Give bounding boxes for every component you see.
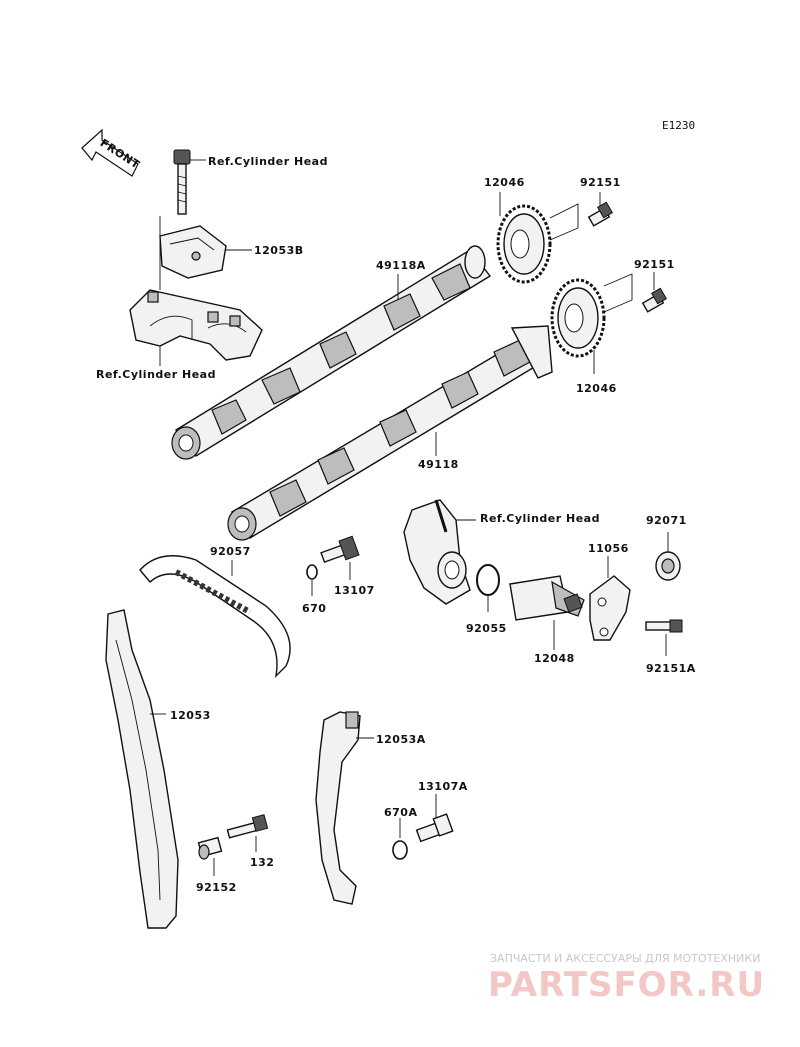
chain-guide-12053 <box>105 609 179 929</box>
watermark-tagline: ЗАПЧАСТИ И АКСЕССУАРЫ ДЛЯ МОТОТЕХНИКИ <box>490 952 760 965</box>
label-11056: 11056 <box>588 542 629 555</box>
label-12048: 12048 <box>534 652 575 665</box>
cylinder-head-cap <box>129 289 263 361</box>
label-92151-mid: 92151 <box>634 258 675 271</box>
cylinder-head-casting <box>403 499 471 605</box>
camshaft-49118A <box>171 245 492 460</box>
front-arrow-icon: FRONT <box>81 128 142 177</box>
label-ref-cylinder-head-right: Ref.Cylinder Head <box>480 512 600 525</box>
leader-line <box>499 192 579 241</box>
bolt-92151-mid <box>641 287 668 313</box>
cam-sprocket-12046-mid <box>550 278 606 358</box>
label-13107: 13107 <box>334 584 375 597</box>
leader-line <box>159 216 252 290</box>
label-49118: 49118 <box>418 458 459 471</box>
washer-670A <box>392 840 408 860</box>
label-49118A: 49118A <box>376 259 426 272</box>
camshaft-holder-12053B <box>159 225 227 279</box>
camshaft-49118 <box>227 325 553 541</box>
label-92151-top: 92151 <box>580 176 621 189</box>
label-ref-cylinder-head-top: Ref.Cylinder Head <box>208 155 328 168</box>
collar-92152 <box>197 836 223 860</box>
label-92071: 92071 <box>646 514 687 527</box>
watermark-brand: PARTSFOR.RU <box>488 965 765 1005</box>
cam-chain-tensioner-12048 <box>509 575 585 621</box>
label-12053: 12053 <box>170 709 211 722</box>
label-670A: 670A <box>384 806 417 819</box>
label-132: 132 <box>250 856 274 869</box>
label-670: 670 <box>302 602 326 615</box>
label-12046-mid: 12046 <box>576 382 617 395</box>
label-12046-top: 12046 <box>484 176 525 189</box>
cam-sprocket-12046-top <box>496 204 552 284</box>
label-12053A: 12053A <box>376 733 426 746</box>
label-92055: 92055 <box>466 622 507 635</box>
bolt-13107A <box>415 813 454 843</box>
label-12053B: 12053B <box>254 244 304 257</box>
cap-92071 <box>655 551 681 581</box>
washer-670 <box>306 564 318 580</box>
bolt-13107 <box>320 535 360 564</box>
label-92152: 92152 <box>196 881 237 894</box>
bolt-132 <box>226 814 269 839</box>
leader-line <box>593 273 633 374</box>
diagram-code: E1230 <box>662 119 695 132</box>
bolt-92151A <box>645 619 683 633</box>
o-ring-92055 <box>476 564 500 596</box>
chain-guide-12053A <box>315 711 361 905</box>
gasket-11056 <box>589 575 631 641</box>
head-bolt <box>173 149 191 215</box>
cam-chain-92057 <box>139 555 291 679</box>
label-92057: 92057 <box>210 545 251 558</box>
bolt-92151-top <box>587 201 614 227</box>
label-ref-cylinder-head-left: Ref.Cylinder Head <box>96 368 216 381</box>
label-13107A: 13107A <box>418 780 468 793</box>
label-92151A: 92151A <box>646 662 696 675</box>
